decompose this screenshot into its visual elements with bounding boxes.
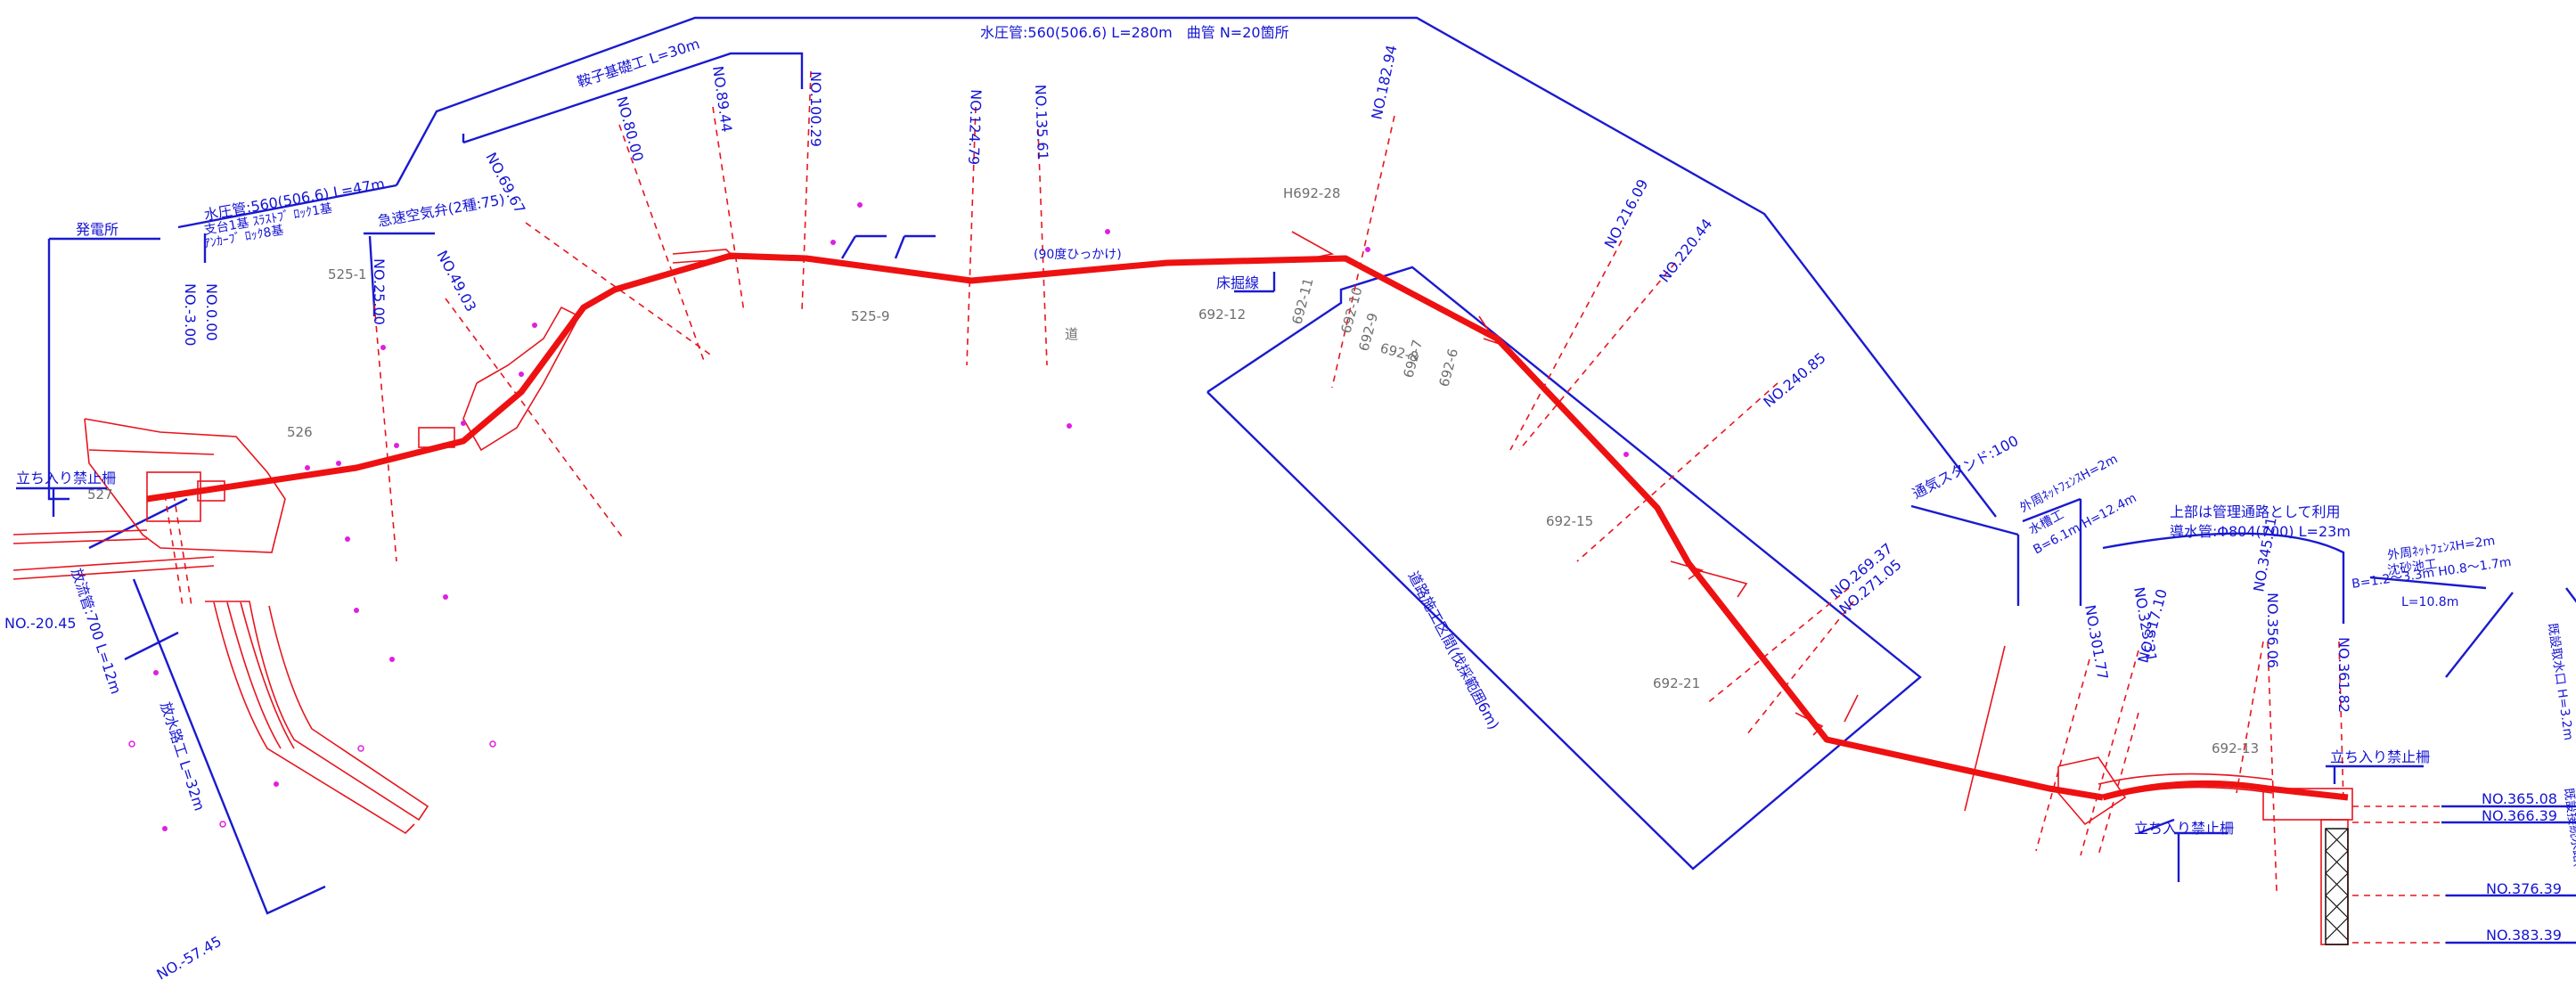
parcel-label: 525-1 — [328, 266, 367, 282]
station-label: NO.383.39 — [2486, 927, 2562, 944]
fence-b-label-4: L=10.8m — [2401, 595, 2458, 609]
no-entry-mid-label: 立ち入り禁止柵 — [2134, 820, 2234, 837]
headrace-label-1: 上部は管理通路として利用 — [2170, 503, 2341, 520]
structures — [12, 231, 2353, 945]
parcel-label: 692-7 — [1400, 338, 1426, 380]
headrace-pipe — [2102, 780, 2349, 801]
construction-boundary — [395, 16, 1997, 518]
construction-zone-box — [1206, 266, 1922, 871]
station-label: NO.124.79 — [965, 89, 985, 166]
station-label: NO.361.82 — [2335, 637, 2352, 713]
station-label: NO.301.77 — [2081, 603, 2111, 681]
power-station-leader — [47, 239, 70, 501]
main-penstock-label: 水圧管:560(506.6) L=280m 曲管 N=20箇所 — [980, 24, 1289, 41]
small-note-label: (90度ひっかけ) — [1034, 248, 1122, 262]
station-label: NO.182.94 — [1368, 44, 1400, 121]
saddle-label: 鞍子基礎工 L=30m — [575, 35, 701, 90]
station-label: NO.-3.00 — [182, 283, 199, 346]
parcel-label: 692-15 — [1546, 513, 1593, 529]
parcel-label: 692-6 — [1435, 347, 1461, 388]
station-label: NO.366.39 — [2482, 807, 2557, 824]
intake-row2-label: 既設接続水路(Φ750)～H800 L=3.2m — [2561, 787, 2576, 981]
station-label: NO.49.03 — [433, 248, 479, 315]
annotations: 水圧管:560(506.6) L=280m 曲管 N=20箇所 鞍子基礎工 L=… — [16, 24, 2576, 981]
parcel-label: H692-28 — [1283, 185, 1340, 201]
intake-leader — [2565, 587, 2576, 603]
station-label: NO.220.44 — [1656, 216, 1715, 286]
parcel-label: 525-9 — [851, 308, 890, 324]
station-label: NO.240.85 — [1760, 349, 1828, 411]
air-valve-label: 急速空気弁(2種:75) — [376, 191, 506, 230]
station-label: NO.-20.45 — [4, 615, 77, 632]
station-label: NO.25.00 — [371, 258, 388, 325]
bed-stop-label: 床掘線 — [1216, 274, 1259, 291]
station-label: NO.89.44 — [709, 65, 735, 134]
parcel-label: 道 — [1065, 326, 1078, 342]
tailrace-dimension-line — [132, 578, 326, 915]
parcel-label: 692-12 — [1198, 307, 1246, 323]
fence-b-label-2: 沈砂池工 — [2386, 557, 2438, 578]
station-label: NO.135.61 — [1032, 84, 1051, 160]
vent-label: 通気スタンド:100 — [1910, 432, 2021, 503]
outlet-label: 放流管:700 L=12m — [68, 566, 125, 696]
saddle-dimension-line — [462, 52, 804, 144]
station-label: NO.100.29 — [807, 71, 824, 147]
station-label: NO.365.08 — [2482, 790, 2557, 807]
tailrace-label: 放水路工 L=32m — [157, 699, 208, 813]
headrace-label-2: 導水管:Φ804(700) L=23m — [2170, 523, 2351, 540]
station-label: NO.80.00 — [613, 94, 647, 163]
survey-markers — [128, 202, 1629, 831]
station-label: NO.-57.45 — [154, 933, 225, 981]
intake-structure — [2325, 828, 2349, 945]
penstock-pipe — [146, 252, 2104, 801]
parcel-label: 692-21 — [1653, 675, 1700, 691]
no-entry-left-label: 立ち入り禁止柵 — [16, 470, 116, 486]
parcel-label: 692-11 — [1288, 276, 1316, 326]
intake-label: 既設取水口 H=3.2m — [2545, 622, 2575, 741]
no-entry-right-label: 立ち入り禁止柵 — [2330, 748, 2430, 765]
power-station-label: 発電所 — [76, 221, 119, 238]
station-lines — [164, 70, 2446, 944]
station-label: NO.376.39 — [2486, 880, 2562, 897]
blue-leader-lines — [16, 16, 2576, 944]
parcel-label: 527 — [87, 486, 113, 503]
station-label: NO.0.00 — [203, 283, 220, 341]
parcel-label: 692-9 — [1355, 311, 1381, 353]
station-label: NO.216.09 — [1601, 176, 1652, 251]
parcel-label: 692-13 — [2212, 740, 2259, 756]
parcel-label: 526 — [287, 424, 313, 440]
parcel-labels: 525-1 526 527 525-9 道 H692-28 692-12 692… — [87, 185, 2259, 756]
station-label: NO.356.06 — [2264, 593, 2281, 668]
construction-zone-label: 道路施工区間(伐採範囲6m) — [1404, 568, 1502, 732]
